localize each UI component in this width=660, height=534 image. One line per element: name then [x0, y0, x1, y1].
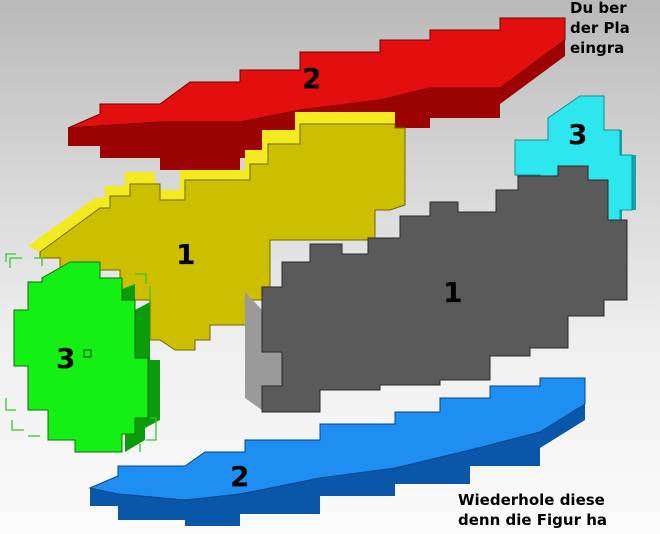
- cyan-part-number: 3: [568, 118, 587, 151]
- instruction-bottom-line-2: denn die Figur ha: [458, 510, 607, 530]
- instruction-text-bottom: Wiederhole diese denn die Figur ha: [458, 490, 607, 530]
- instruction-top-line-3: eingra: [570, 38, 630, 58]
- yellow-part-number: 1: [176, 238, 195, 271]
- blue-part-number: 2: [230, 460, 249, 493]
- instruction-top-line-1: Du ber: [570, 0, 630, 18]
- instruction-top-line-2: der Pla: [570, 18, 630, 38]
- green-part-number: 3: [56, 342, 75, 375]
- red-part-number: 2: [302, 62, 321, 95]
- gray-part-number: 1: [443, 276, 462, 309]
- instruction-bottom-line-1: Wiederhole diese: [458, 490, 607, 510]
- instruction-text-top: Du ber der Pla eingra: [570, 0, 630, 58]
